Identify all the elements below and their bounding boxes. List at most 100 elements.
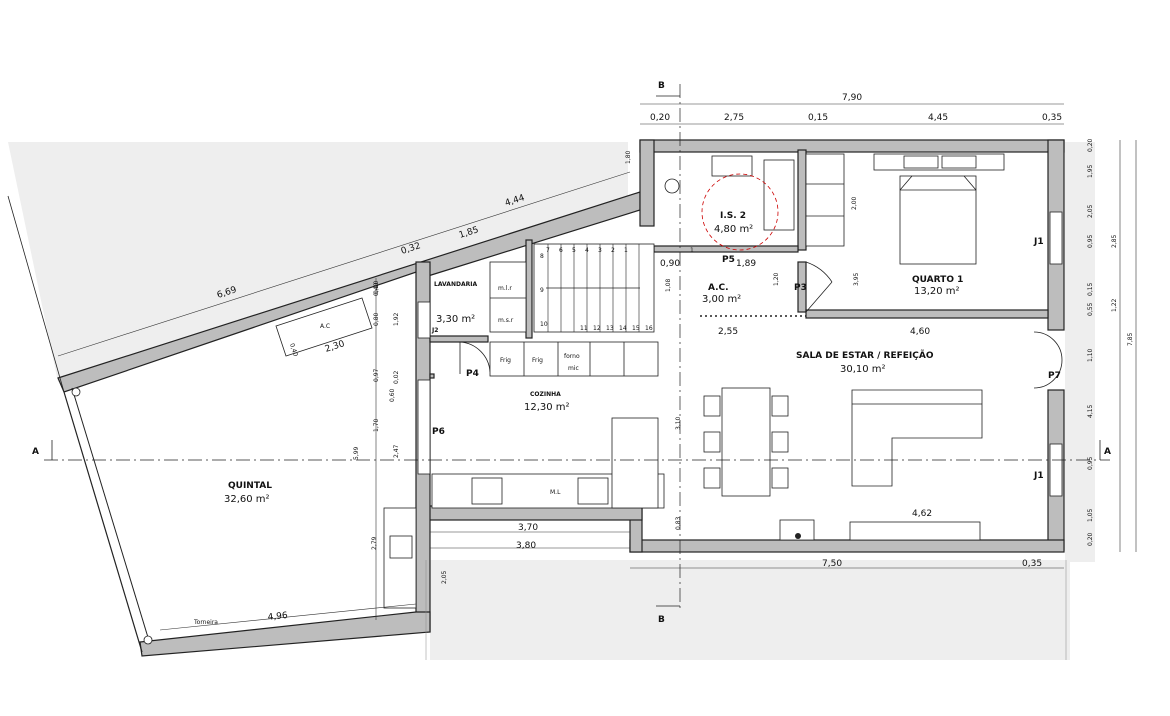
dim-top-total: 7,90 (842, 93, 862, 103)
appliance-forno: forno (564, 353, 580, 360)
dim-v-1-08: 1,08 (665, 278, 672, 292)
dim-v-5-99: 5,99 (353, 446, 360, 460)
bed-headboard (873, 153, 1005, 171)
dining-table (721, 387, 771, 497)
wall-laundry-bottom[interactable] (429, 335, 489, 343)
dim-r-mid-2: 1,22 (1111, 298, 1118, 312)
dim-v-2-05: 2,05 (441, 570, 448, 584)
dim-r-3: 2,05 (1087, 204, 1094, 218)
dim-line-diag (57, 171, 631, 357)
dim-line-yard-bottom (159, 603, 417, 631)
bath-shower (763, 159, 795, 231)
door-p4-swing[interactable] (459, 341, 491, 374)
dim-r-8: 4,15 (1087, 404, 1094, 418)
room-quintal-name: QUINTAL (228, 481, 272, 491)
stair-step-number: 7 (546, 247, 550, 254)
dim-2-55: 2,55 (718, 327, 738, 337)
tv-unit (849, 521, 981, 541)
door-p7[interactable]: P7 (1048, 371, 1061, 381)
wall-stair-left[interactable] (525, 239, 533, 339)
room-quintal-area: 32,60 m² (224, 494, 270, 505)
door-p5[interactable]: P5 (722, 255, 735, 265)
window-j1-label: J1 (1033, 237, 1044, 247)
dim-r-total: 7,85 (1127, 332, 1134, 346)
yard-bottom-wall[interactable] (139, 611, 431, 657)
wall-bath-right[interactable] (797, 149, 807, 251)
dim-v-0-80: 0,80 (373, 312, 380, 326)
yard-post-bottom (143, 635, 153, 645)
dim-r-mid-1: 2,85 (1111, 234, 1118, 248)
stair-step-number: 8 (540, 253, 544, 260)
stair-step-number: 9 (540, 287, 544, 294)
stair-step-number: 4 (585, 247, 589, 254)
dim-r-10: 1,05 (1087, 508, 1094, 522)
dim-r-1: 0,20 (1087, 138, 1094, 152)
kitchen-island (611, 417, 659, 509)
appliance-mic: mic (568, 365, 579, 372)
window-kitchen-left[interactable] (417, 379, 431, 475)
yard-left-boundary-inner (71, 387, 151, 645)
chair-1 (703, 395, 721, 417)
appliance-ac-unit: A.C (320, 323, 330, 330)
dim-r-5: 0,15 (1087, 282, 1094, 296)
door-p6[interactable]: P6 (432, 427, 445, 437)
dim-4-96: 4,96 (267, 611, 288, 623)
room-quarto1-area: 13,20 m² (914, 286, 960, 297)
fireplace (779, 519, 815, 541)
wall-bottom[interactable] (629, 539, 1065, 553)
dim-v-2-79: 2,79 (371, 536, 378, 550)
dim-4-60: 4,60 (910, 327, 930, 337)
laundry-machines (489, 261, 527, 333)
window-j1-lower[interactable] (1049, 443, 1063, 497)
dim-v-0-40: 0,40 (373, 282, 380, 296)
dim-v-0-97: 0,97 (373, 368, 380, 382)
room-sala-name: SALA DE ESTAR / REFEIÇÃO (796, 350, 934, 361)
room-cozinha-name: COZINHA (530, 391, 561, 398)
dim-v-2-00: 2,00 (851, 196, 858, 210)
dim-0-90: 0,90 (660, 259, 680, 269)
stair-step-number: 16 (645, 325, 653, 332)
window-j1-label-lower: J1 (1033, 471, 1044, 481)
door-p3-swing[interactable] (805, 261, 833, 313)
appliance-frig-2: Frig (532, 357, 543, 364)
chair-6 (771, 467, 789, 489)
room-quarto1-name: QUARTO 1 (912, 275, 963, 285)
wall-ac-right[interactable] (797, 261, 807, 313)
dim-top-seg-4: 4,45 (928, 113, 948, 123)
stair-step-number: 12 (593, 325, 601, 332)
stair-step-number: 11 (580, 325, 588, 332)
wall-top[interactable] (639, 139, 1065, 153)
chair-5 (771, 431, 789, 453)
exterior-ground-bottom (430, 560, 1070, 660)
dim-v-1-92: 1,92 (393, 312, 400, 326)
wall-left-upper[interactable] (639, 139, 655, 227)
kitchen-counter-top (489, 341, 659, 377)
door-p7-swing[interactable] (1033, 331, 1063, 389)
wall-bath-bottom[interactable] (653, 245, 799, 253)
dim-bottom-total: 7,50 (822, 559, 842, 569)
dim-v-0-02: 0,02 (393, 370, 400, 384)
dim-v-0-10: 0,10 (373, 280, 380, 294)
wall-laundry-divider[interactable] (429, 373, 435, 379)
door-p4[interactable]: P4 (466, 369, 479, 379)
room-ac-area: 3,00 m² (702, 294, 741, 305)
bath-toilet (664, 178, 680, 194)
room-cozinha-area: 12,30 m² (524, 402, 570, 413)
stair-step-number: 2 (611, 247, 615, 254)
window-j1-upper[interactable] (1049, 211, 1063, 265)
bed-pillow-right (941, 155, 977, 169)
dim-v-1-20: 1,20 (773, 272, 780, 286)
stair-step-number: 13 (606, 325, 614, 332)
room-lavandaria-name: LAVANDARIA (434, 281, 477, 288)
window-j2[interactable] (417, 301, 431, 339)
room-ls2-area: 4,80 m² (714, 224, 753, 235)
section-a-right: A (1104, 447, 1111, 457)
room-ac-name: A.C. (708, 283, 729, 293)
wall-quarto-bottom[interactable] (805, 309, 1049, 319)
appliance-mlr: m.l.r (498, 285, 512, 292)
door-p3[interactable]: P3 (794, 283, 807, 293)
stair-step-number: 10 (540, 321, 548, 328)
bed-cover (899, 175, 977, 191)
appliance-frig-1: Frig (500, 357, 511, 364)
